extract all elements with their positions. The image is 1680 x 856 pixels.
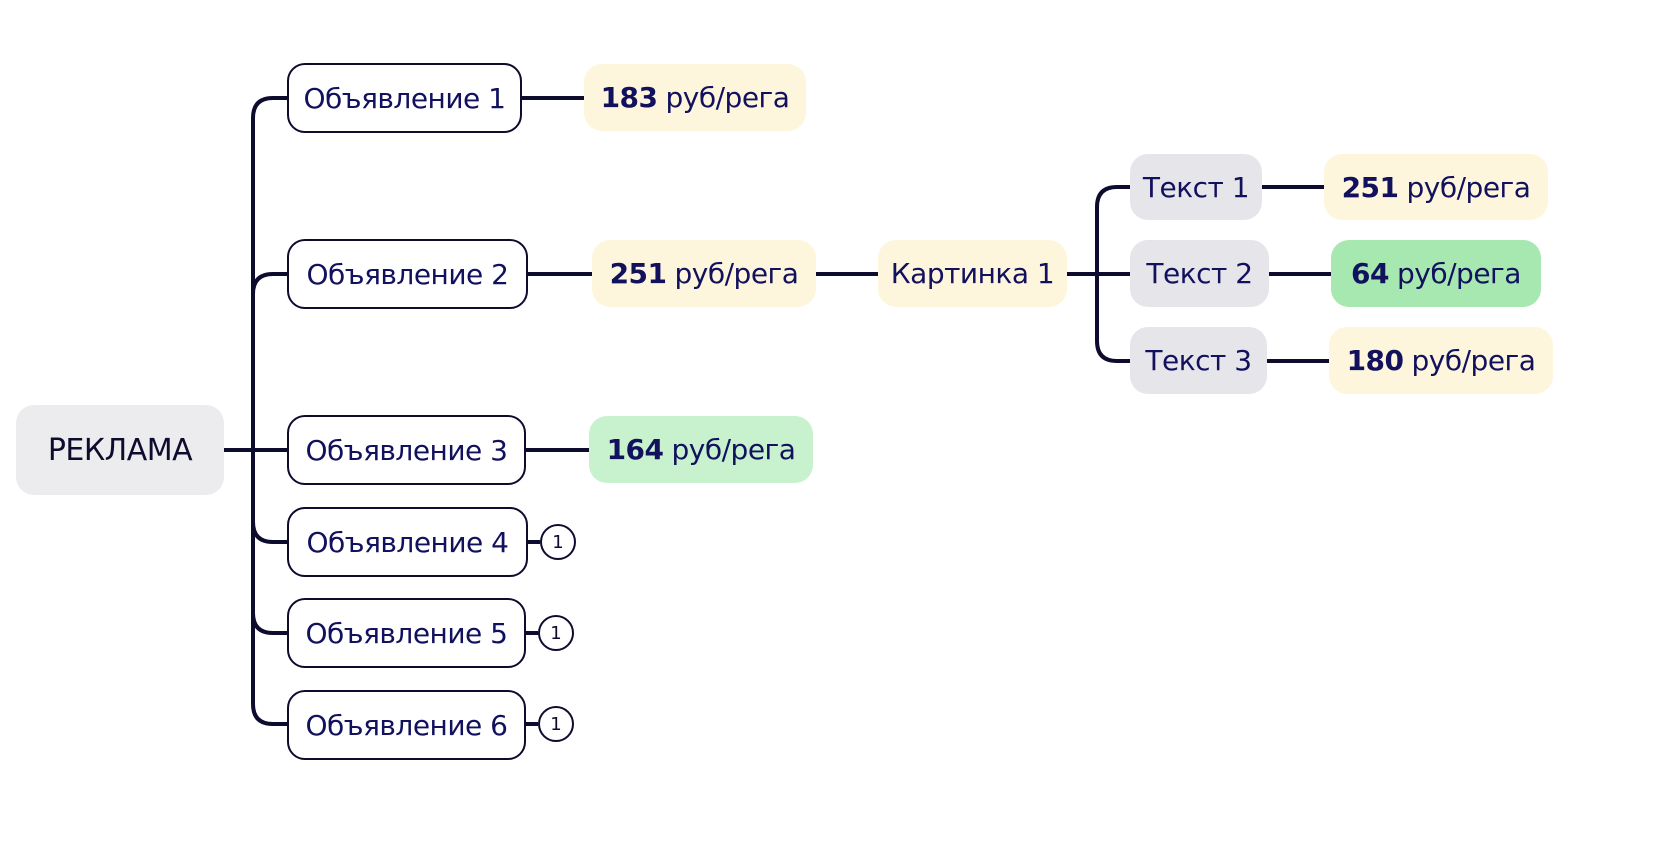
- price-value: 183: [600, 81, 658, 114]
- ad-node-4[interactable]: Объявление 4: [287, 507, 528, 577]
- price-value: 164: [606, 433, 664, 466]
- price-value: 251: [1341, 170, 1399, 204]
- text-node-1[interactable]: Текст 1: [1130, 154, 1262, 220]
- text-node-2[interactable]: Текст 2: [1130, 240, 1269, 307]
- price-unit: руб/рега: [671, 433, 796, 466]
- text-label: Текст 1: [1142, 170, 1250, 204]
- picture-label: Картинка 1: [890, 257, 1055, 290]
- ad-label: Объявление 1: [303, 81, 506, 115]
- price-value: 180: [1346, 344, 1404, 377]
- badge-count: 1: [552, 531, 564, 553]
- price-unit: руб/рега: [1411, 344, 1536, 377]
- ad-node-1[interactable]: Объявление 1: [287, 63, 522, 133]
- root-label: РЕКЛАМА: [47, 432, 193, 468]
- collapsed-count-badge-5[interactable]: 1: [538, 615, 574, 651]
- price-value: 64: [1351, 257, 1390, 290]
- ad-node-5[interactable]: Объявление 5: [287, 598, 526, 668]
- connector-ad2: [251, 272, 287, 295]
- connector-badges: [526, 540, 540, 726]
- text-label: Текст 3: [1145, 344, 1252, 377]
- picture-node[interactable]: Картинка 1: [878, 240, 1067, 307]
- ad-label: Объявление 3: [305, 433, 508, 467]
- price-unit: руб/рега: [1406, 170, 1531, 204]
- ad-label: Объявление 2: [306, 257, 509, 291]
- price-unit: руб/рега: [1397, 257, 1521, 290]
- badge-count: 1: [550, 713, 562, 735]
- text-node-3[interactable]: Текст 3: [1130, 327, 1267, 394]
- connector-ad5: [251, 612, 287, 635]
- ad-node-3[interactable]: Объявление 3: [287, 415, 526, 485]
- price-value: 251: [609, 257, 667, 290]
- ad-node-2[interactable]: Объявление 2: [287, 239, 528, 309]
- connector-picture-texts: [1067, 185, 1130, 363]
- badge-count: 1: [550, 622, 562, 644]
- collapsed-count-badge-4[interactable]: 1: [540, 524, 576, 560]
- price-unit: руб/рега: [665, 81, 790, 114]
- root-node[interactable]: РЕКЛАМА: [16, 405, 224, 495]
- connector-trunk: [251, 96, 287, 726]
- price-unit: руб/рега: [674, 257, 799, 290]
- connector-ad4: [251, 521, 287, 544]
- ad-label: Объявление 5: [305, 616, 508, 650]
- ad-node-6[interactable]: Объявление 6: [287, 690, 526, 760]
- text-label: Текст 2: [1146, 257, 1253, 290]
- ad-label: Объявление 4: [306, 525, 509, 559]
- ad-label: Объявление 6: [305, 708, 508, 742]
- collapsed-count-badge-6[interactable]: 1: [538, 706, 574, 742]
